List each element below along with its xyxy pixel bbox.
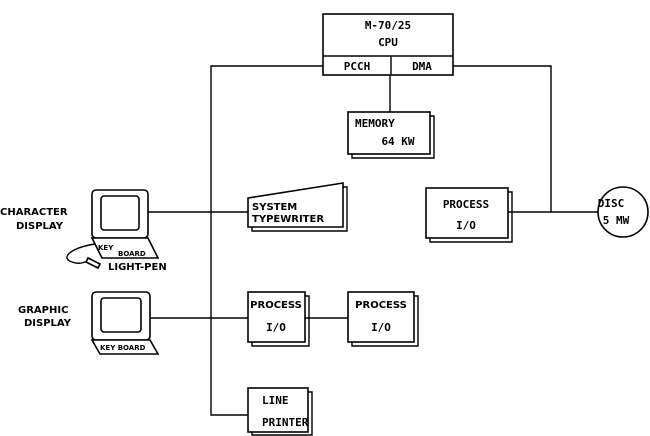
disc-size-label: 5 MW	[603, 214, 630, 227]
graphic-display-label-2: DISPLAY	[24, 318, 72, 329]
typewriter-label-2: TYPEWRITER	[252, 214, 324, 225]
character-display-terminal: CHARACTER DISPLAY KEY BOARD LIGHT-PEN	[0, 190, 167, 273]
line-printer-label: LINE	[262, 394, 289, 407]
character-display-label: CHARACTER	[0, 207, 68, 218]
lightpen-icon	[86, 258, 100, 268]
process-io-2-io-label: I/O	[371, 321, 391, 334]
process-io-right-block: PROCESS I/O	[426, 188, 512, 242]
graphic-display-label: GRAPHIC	[18, 305, 68, 316]
process-io-1-io-label: I/O	[266, 321, 286, 334]
graphic-display-terminal: GRAPHIC DISPLAY KEY BOARD	[18, 292, 158, 354]
line-printer-block: LINE PRINTER	[248, 388, 312, 435]
cpu-label: CPU	[378, 36, 398, 49]
cpu-model-label: M-70/25	[365, 19, 411, 32]
dma-label: DMA	[412, 60, 432, 73]
memory-size-label: 64 KW	[381, 135, 414, 148]
line-printer-label-2: PRINTER	[262, 416, 309, 429]
pcch-label: PCCH	[344, 60, 371, 73]
main-bus-line	[211, 66, 323, 415]
character-display-label-2: DISPLAY	[16, 221, 64, 232]
char-keyboard-label-a: KEY	[98, 244, 114, 252]
process-io-right-io-label: I/O	[456, 219, 476, 232]
memory-block: MEMORY 64 KW	[348, 112, 434, 158]
process-io-2-block: PROCESS I/O	[348, 292, 418, 346]
process-io-1-block: PROCESS I/O	[248, 292, 309, 346]
disc-block: DISC 5 MW	[598, 187, 648, 237]
process-io-1-label: PROCESS	[250, 300, 302, 311]
system-typewriter-block: SYSTEM TYPEWRITER	[248, 183, 347, 231]
process-io-right-label: PROCESS	[443, 198, 489, 211]
disc-label: DISC	[598, 197, 625, 210]
graphic-keyboard-label: KEY BOARD	[100, 344, 146, 352]
typewriter-label: SYSTEM	[252, 202, 297, 213]
char-keyboard-label-b: BOARD	[118, 250, 146, 258]
process-io-2-label: PROCESS	[355, 300, 407, 311]
memory-label: MEMORY	[355, 117, 395, 130]
lightpen-label: LIGHT-PEN	[108, 262, 167, 273]
cpu-block: M-70/25 CPU PCCH DMA	[323, 14, 453, 75]
